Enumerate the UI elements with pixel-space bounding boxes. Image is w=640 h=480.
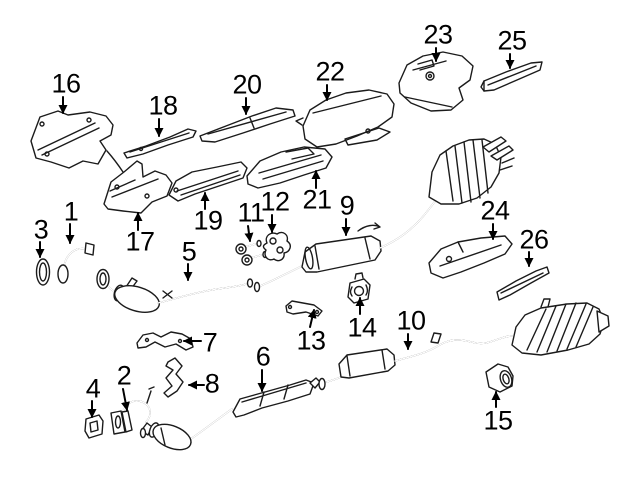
part-23-heat-shield [398, 51, 474, 112]
part-22-heat-shield [295, 89, 395, 148]
callout-label-12[interactable]: 12 [260, 186, 290, 217]
callout-label-18[interactable]: 18 [148, 90, 178, 121]
callout-label-11[interactable]: 11 [237, 197, 265, 228]
part-21-heat-shield [246, 146, 333, 189]
part-17-heat-shield [103, 160, 173, 214]
callout-label-16[interactable]: 16 [51, 68, 81, 99]
part-11-mounting-bolts [235, 239, 268, 266]
part-1-exhaust-pipe-elbow [57, 242, 95, 284]
callout-label-7[interactable]: 7 [202, 327, 218, 358]
part-3-seal-ring [35, 258, 51, 286]
part-14-rubber-hanger [347, 272, 371, 304]
callout-label-4[interactable]: 4 [85, 373, 101, 404]
part-13-bracket [285, 300, 323, 317]
part-10-rear-muffler-assembly [318, 298, 610, 391]
part-20-heat-shield [199, 107, 296, 143]
part-19-heat-shield [168, 161, 248, 202]
part-7-bracket [136, 331, 194, 351]
part-18-heat-shield-rail [123, 128, 197, 159]
callout-label-3[interactable]: 3 [33, 214, 49, 245]
callout-label-20[interactable]: 20 [232, 69, 262, 100]
part-12-rubber-mount [262, 231, 291, 262]
part-4-gasket [84, 414, 104, 439]
callout-label-23[interactable]: 23 [423, 19, 453, 50]
callout-arrow-2 [121, 388, 130, 411]
callout-label-5[interactable]: 5 [181, 236, 197, 267]
callout-label-8[interactable]: 8 [204, 368, 220, 399]
part-24-heat-shield [428, 235, 513, 279]
callout-label-24[interactable]: 24 [480, 195, 510, 226]
part-5-front-pipe-catalytic-converter [96, 268, 254, 314]
callout-label-26[interactable]: 26 [519, 224, 549, 255]
callout-label-15[interactable]: 15 [483, 405, 513, 436]
callout-label-9[interactable]: 9 [339, 190, 355, 221]
callout-arrow-11 [244, 225, 254, 242]
part-8-bracket [163, 357, 184, 398]
callout-label-19[interactable]: 19 [193, 205, 223, 236]
callout-label-2[interactable]: 2 [116, 360, 132, 391]
callout-arrow-13 [307, 309, 317, 328]
part-25-heat-shield [480, 61, 543, 92]
callout-label-1[interactable]: 1 [63, 196, 79, 227]
callout-label-10[interactable]: 10 [396, 305, 426, 336]
callout-label-13[interactable]: 13 [296, 325, 326, 356]
part-16-heat-shield [30, 110, 124, 173]
part-15-exhaust-tip [485, 363, 514, 393]
part-9-center-muffler-assembly [253, 136, 515, 293]
callout-arrows [35, 47, 534, 418]
callout-label-17[interactable]: 17 [125, 226, 155, 257]
part-6-front-pipe-catalytic-converter [139, 377, 321, 451]
callout-label-6[interactable]: 6 [255, 341, 271, 372]
callout-label-25[interactable]: 25 [497, 25, 527, 56]
part-26-heat-shield-strip [496, 266, 550, 301]
callout-label-14[interactable]: 14 [347, 312, 377, 343]
callout-label-21[interactable]: 21 [302, 184, 332, 215]
callout-label-22[interactable]: 22 [315, 56, 345, 87]
